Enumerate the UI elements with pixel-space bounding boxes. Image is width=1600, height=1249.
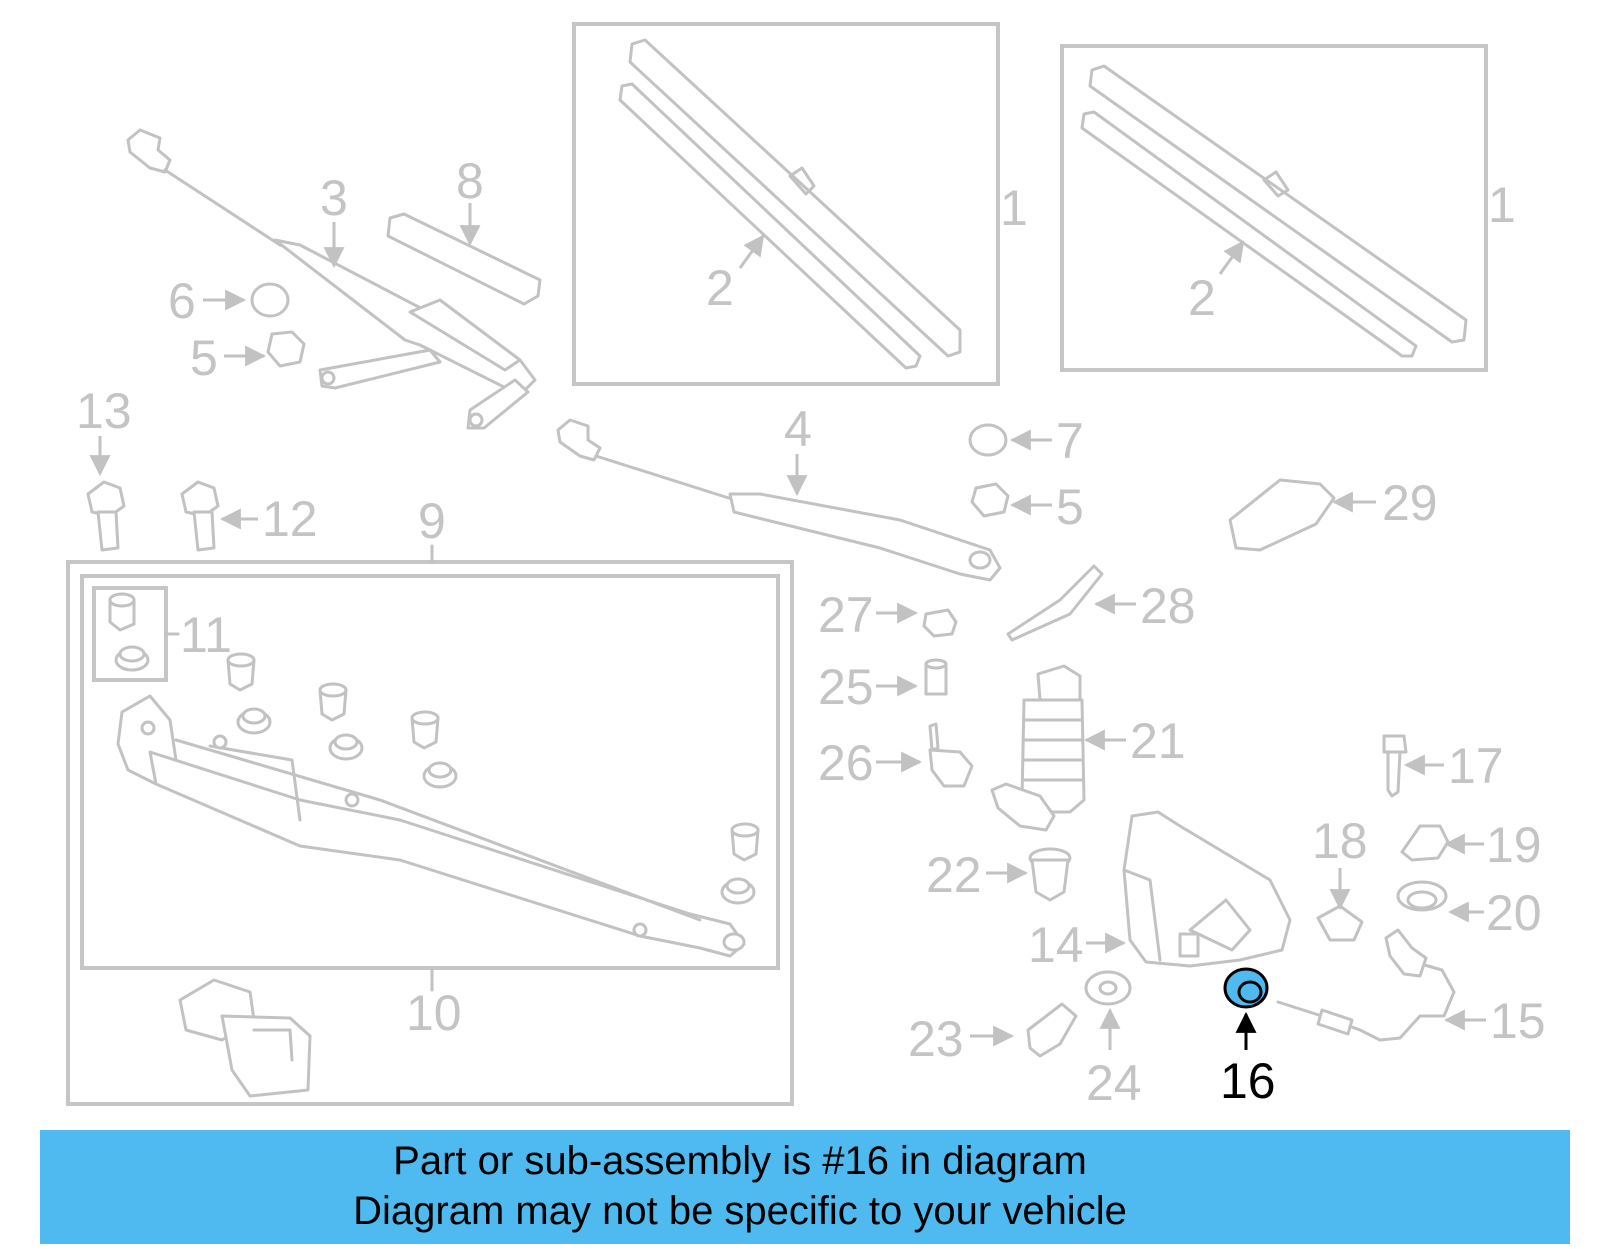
part-label-19: 19 <box>1486 817 1542 873</box>
part-label-4: 4 <box>784 401 812 457</box>
wiper-blade-box-left <box>572 22 1000 386</box>
part-label-5: 5 <box>190 330 218 386</box>
part-label-27: 27 <box>818 587 874 643</box>
part-label-2: 2 <box>1188 270 1216 326</box>
part-7-cap <box>968 423 1008 457</box>
part-label-2: 2 <box>706 260 734 316</box>
part-label-12: 12 <box>262 491 318 547</box>
linkage-inner-box <box>80 574 780 970</box>
wiper-linkage <box>116 694 746 958</box>
part-26-sensor <box>928 722 974 788</box>
part-label-22: 22 <box>926 847 982 903</box>
part-29-sensor <box>1228 478 1336 552</box>
wiper-motor <box>178 978 312 1098</box>
part-label-17: 17 <box>1448 738 1504 794</box>
part-13-bolt <box>86 480 126 552</box>
part-label-20: 20 <box>1486 885 1542 941</box>
part-28-hose <box>1006 564 1104 642</box>
part-label-14: 14 <box>1028 917 1084 973</box>
wiper-blade-left <box>618 38 962 370</box>
part-label-15: 15 <box>1490 993 1546 1049</box>
part-label-3: 3 <box>320 170 348 226</box>
wiper-arm-passenger <box>556 418 1002 582</box>
part-15-hose <box>1276 928 1456 1042</box>
part-6-cap <box>250 282 290 318</box>
linkage-assembly-box <box>66 560 794 1106</box>
part-27-clip <box>922 608 958 638</box>
wiper-blade-right <box>1080 64 1468 358</box>
wiper-arm-driver <box>126 128 537 430</box>
part-label-10: 10 <box>406 985 462 1041</box>
caption-line-1: Part or sub-assembly is #16 in diagram <box>393 1139 1087 1183</box>
part-label-24: 24 <box>1086 1055 1142 1111</box>
part-19-clip <box>1400 824 1450 862</box>
part-label-8: 8 <box>456 153 484 209</box>
part-5-nut <box>970 482 1010 518</box>
part-17-bolt <box>1382 734 1408 798</box>
part-25-plug <box>924 658 948 696</box>
part-label-11: 11 <box>180 607 232 663</box>
part-18-clip <box>1316 904 1364 942</box>
part-label-7: 7 <box>1056 413 1084 469</box>
part-label-1: 1 <box>1000 180 1028 236</box>
part-23-sensor <box>1026 1002 1078 1058</box>
caption-banner: Part or sub-assembly is #16 in diagram D… <box>40 1130 1570 1244</box>
part-label-28: 28 <box>1140 578 1196 634</box>
part-label-9: 9 <box>418 493 446 549</box>
part-label-6: 6 <box>168 273 196 329</box>
part-11-bushings <box>108 592 150 672</box>
part-label-18: 18 <box>1312 813 1368 869</box>
part-label-25: 25 <box>818 659 874 715</box>
part-label-1: 1 <box>1488 177 1516 233</box>
part-label-16-highlighted: 16 <box>1220 1053 1276 1109</box>
part-24-grommet <box>1084 970 1132 1006</box>
part-label-29: 29 <box>1382 475 1438 531</box>
part-label-21: 21 <box>1130 713 1186 769</box>
part-21-pump <box>990 664 1086 832</box>
part-12-bolt <box>180 480 220 552</box>
part-8-cover <box>386 212 542 306</box>
caption-line-2: Diagram may not be specific to your vehi… <box>353 1189 1127 1233</box>
part-14-reservoir <box>1122 810 1292 968</box>
part-20-grommet <box>1396 880 1448 912</box>
part-label-13: 13 <box>76 383 132 439</box>
part-5-nut <box>266 330 306 368</box>
part-22-grommet <box>1028 847 1072 902</box>
wiper-blade-box-right <box>1060 44 1488 372</box>
part-16-grommet[interactable] <box>1223 967 1269 1009</box>
part-label-23: 23 <box>908 1011 964 1067</box>
part-label-26: 26 <box>818 735 874 791</box>
part-label-5: 5 <box>1056 479 1084 535</box>
linkage-bushings <box>226 652 760 905</box>
